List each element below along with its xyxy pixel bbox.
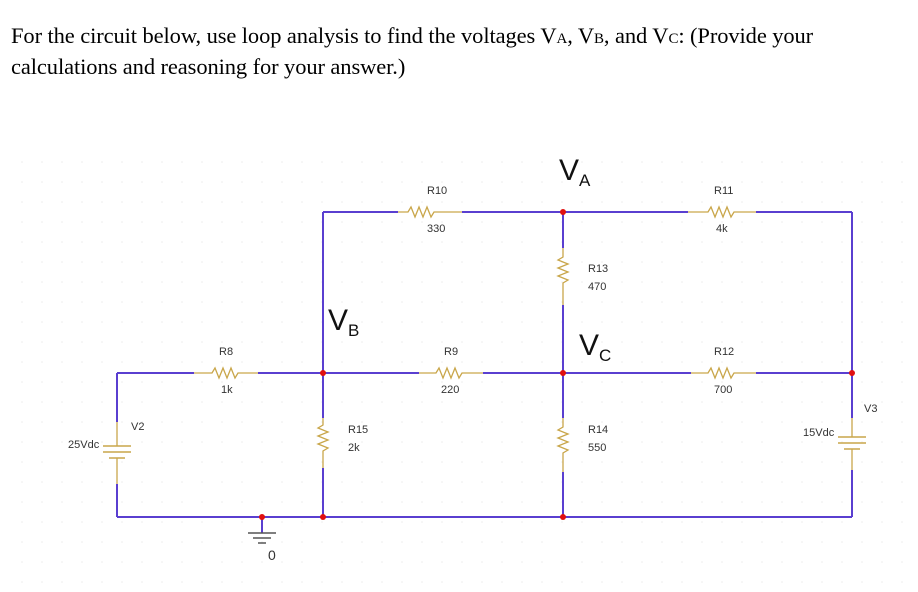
v3-name: V3 [864, 403, 877, 415]
voltage-source-v3 [838, 418, 866, 470]
r9-name: R9 [444, 346, 458, 358]
r8-name: R8 [219, 346, 233, 358]
question-sub-c: C [668, 31, 679, 47]
r8-value: 1k [221, 384, 233, 396]
r10-name: R10 [427, 185, 447, 197]
junction-dot [560, 370, 566, 376]
question-sep2: , and V [603, 23, 669, 48]
question-sub-b: B [594, 31, 604, 47]
r12-name: R12 [714, 346, 734, 358]
v2-name: V2 [131, 421, 144, 433]
node-vb-label: VB [328, 304, 359, 340]
ground-label: 0 [268, 547, 276, 563]
r12-value: 700 [714, 384, 732, 396]
question-sep1: , V [567, 23, 595, 48]
v2-value: 25Vdc [68, 439, 100, 451]
r14-name: R14 [588, 424, 608, 436]
r15-value: 2k [348, 442, 360, 454]
resistor-r8 [194, 366, 258, 380]
resistor-r13 [556, 248, 570, 305]
voltage-source-v2 [103, 422, 131, 484]
resistor-r11 [688, 205, 756, 219]
schematic-grid [20, 150, 910, 590]
junctions [259, 209, 855, 520]
question-part1: For the circuit below, use loop analysis… [11, 23, 557, 48]
wires [116, 211, 853, 533]
r11-name: R11 [714, 185, 733, 197]
junction-dot [320, 370, 326, 376]
resistor-r10 [398, 205, 462, 219]
r13-name: R13 [588, 263, 608, 275]
v3-value: 15Vdc [803, 427, 835, 439]
resistor-r15 [316, 418, 330, 468]
question-part2: : (Provide your calculations and reasoni… [11, 23, 814, 79]
r14-value: 550 [588, 442, 606, 454]
r13-value: 470 [588, 281, 606, 293]
junction-dot [560, 514, 566, 520]
question-sub-a: A [556, 31, 568, 47]
question-text: For the circuit below, use loop analysis… [11, 22, 911, 81]
junction-dot [320, 514, 326, 520]
resistor-r12 [691, 366, 756, 380]
ground-icon [248, 532, 276, 544]
junction-dot [560, 209, 566, 215]
r15-name: R15 [348, 424, 368, 436]
junction-dot [849, 370, 855, 376]
node-vc-label: VC [579, 329, 611, 365]
r11-value: 4k [716, 223, 728, 235]
resistor-r14 [556, 418, 570, 472]
junction-dot [259, 514, 265, 520]
r10-value: 330 [427, 223, 445, 235]
resistor-r9 [419, 366, 483, 380]
r9-value: 220 [441, 384, 459, 396]
node-va-label: VA [559, 154, 591, 190]
